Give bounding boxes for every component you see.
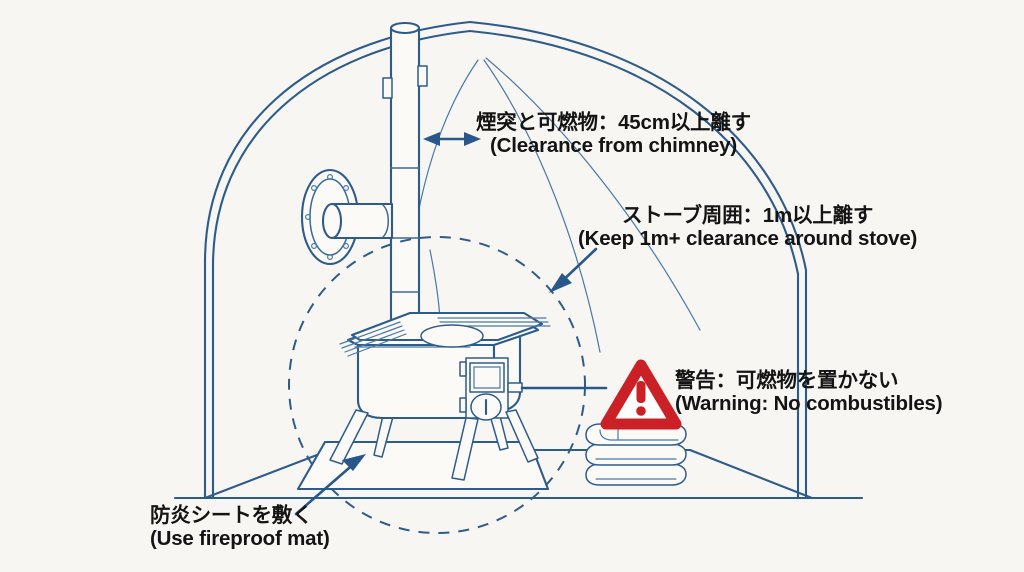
label-fireproof-mat-en: (Use fireproof mat) [150, 526, 330, 550]
label-fireproof-mat: 防炎シートを敷く (Use fireproof mat) [150, 504, 330, 551]
tent [173, 20, 864, 500]
chimney-top-opening [389, 21, 421, 35]
blanket-fold-line [599, 429, 679, 441]
flange-bolt [305, 214, 312, 221]
stove-hinge-top [459, 361, 467, 377]
wood-stove [329, 311, 551, 481]
stove-rib [347, 333, 407, 357]
label-chimney-clearance-jp: 煙突と可燃物：45cm以上離す [476, 111, 751, 134]
dashed-clearance-circle [288, 236, 586, 534]
stove-rib [339, 321, 401, 345]
stove-clearance-head [549, 273, 572, 293]
flange-bolt [311, 185, 318, 192]
chimney-collar-right [417, 65, 428, 87]
warning-exclamation-dot [636, 406, 646, 416]
stove-door-window-inner [473, 366, 501, 389]
stove-door-handle [507, 382, 523, 393]
flange-bolt [327, 254, 334, 261]
flange-stub-opening [321, 202, 343, 240]
stove-rib [344, 329, 405, 353]
tent-liner-right [483, 59, 601, 353]
chimney-collar-left [382, 77, 393, 99]
mat-leader-head [342, 454, 366, 471]
stacked-blankets [585, 423, 687, 486]
label-chimney-clearance-en: (Clearance from chimney) [489, 133, 737, 157]
tent-liner-right-2 [485, 57, 701, 331]
chimney-clearance-arrow [423, 132, 481, 146]
label-stove-clearance-en: (Keep 1m+ clearance around stove) [578, 226, 918, 250]
stove-cooking-hole [420, 324, 484, 348]
stove-door-window [469, 362, 505, 393]
tent-dome-inner [211, 29, 800, 500]
label-fireproof-mat-jp: 防炎シートを敷く [150, 504, 313, 527]
label-stove-clearance-jp: ストーブ周囲：1m以上離す [621, 204, 874, 227]
stove-leg-front-right [451, 417, 479, 481]
warning-triangle-icon [600, 359, 682, 430]
label-stove-clearance: ストーブ周囲：1m以上離す (Keep 1m+ clearance around… [578, 204, 918, 251]
flange-bolt [343, 185, 350, 192]
stove-rib [341, 325, 403, 349]
chimney-body [389, 26, 421, 332]
label-no-combustibles-jp: 警告：可燃物を置かない [675, 369, 899, 392]
wall-flange [300, 168, 394, 266]
flange-bolt [327, 174, 334, 181]
stove-leg-front-left [329, 409, 369, 465]
stove-clearance-arrow [549, 247, 598, 293]
warning-exclamation-bar [636, 381, 646, 403]
flange-stub-elbow [382, 204, 389, 238]
mat-leader-shaft [294, 460, 358, 516]
stove-hinge-bottom [459, 397, 467, 413]
tent-dome-outer [203, 20, 808, 500]
stove-leg-right [505, 409, 539, 463]
label-no-combustibles-en: (Warning: No combustibles) [675, 391, 943, 415]
blanket-middle [585, 443, 687, 466]
blanket-bottom [585, 463, 687, 486]
chimney-arrow-head-left [423, 132, 440, 146]
chimney-pipe [382, 21, 428, 332]
flange-bolt [343, 243, 350, 250]
chimney-arrow-head-right [464, 132, 481, 146]
label-no-combustibles: 警告：可燃物を置かない (Warning: No combustibles) [675, 369, 943, 416]
flange-bolt [311, 243, 318, 250]
label-chimney-clearance: 煙突と可燃物：45cm以上離す (Clearance from chimney) [476, 111, 751, 158]
mat-leader-arrow [294, 454, 366, 516]
